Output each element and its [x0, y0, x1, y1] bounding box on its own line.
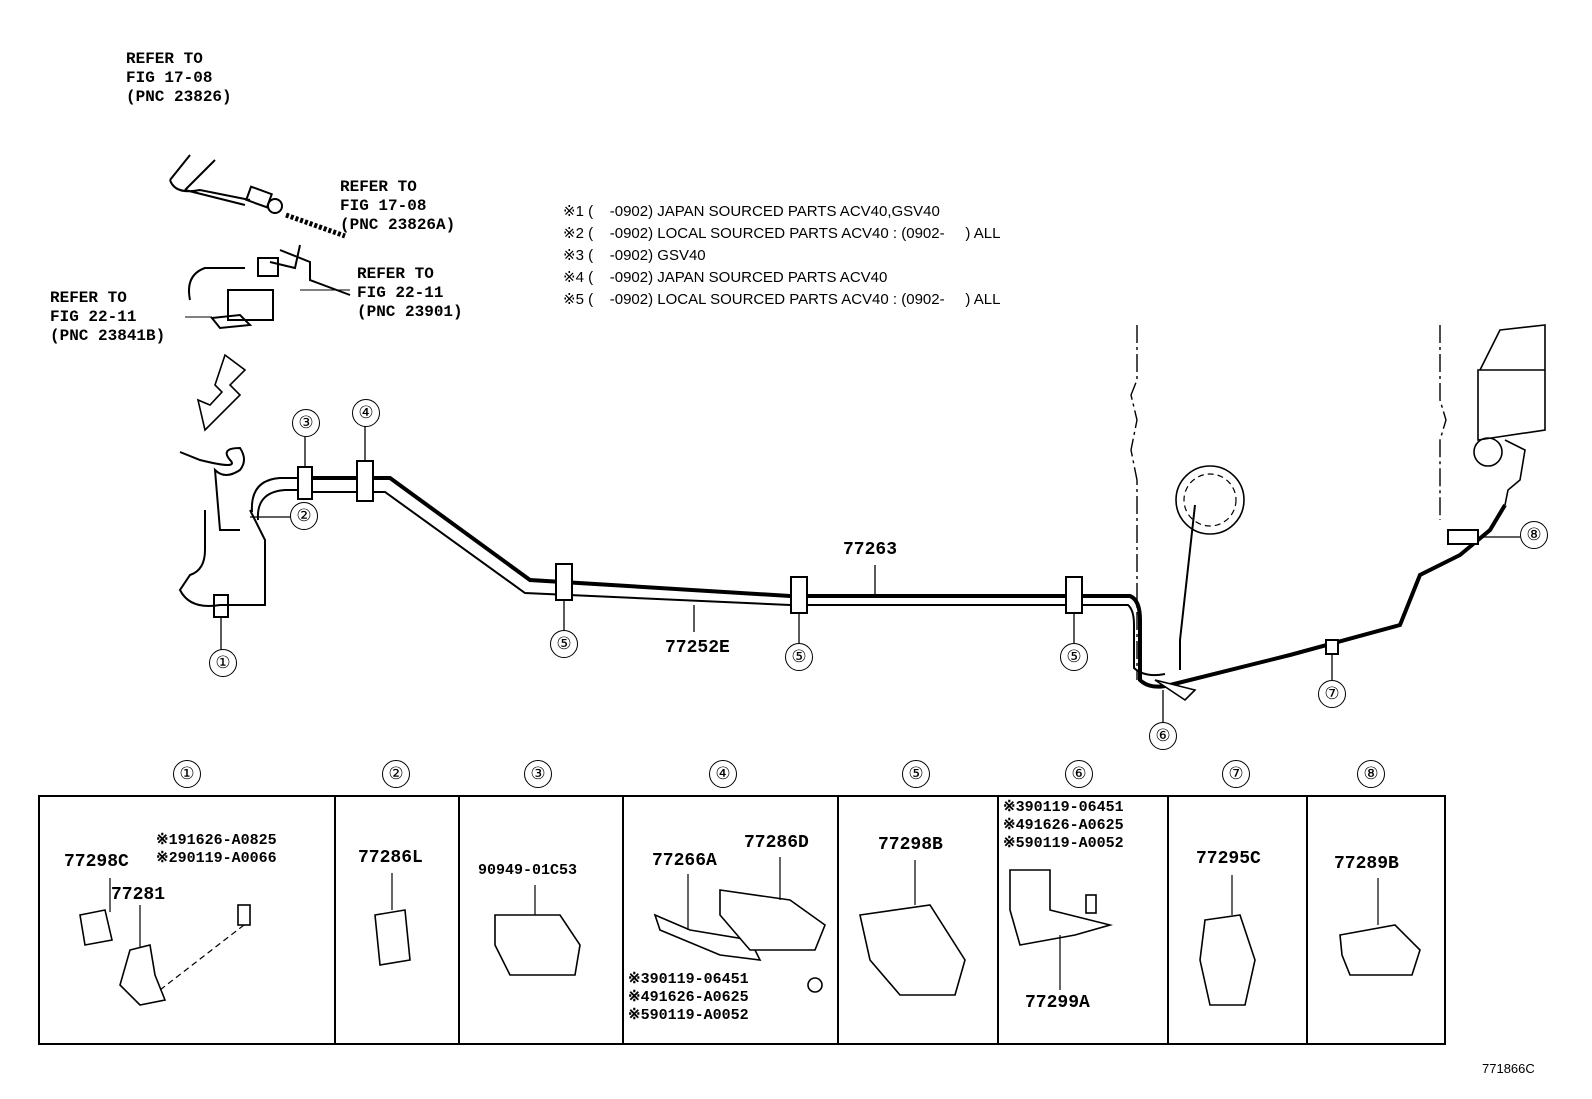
cell1-part-b: 77281	[111, 885, 166, 905]
part-number-upper-tube: 77263	[843, 540, 898, 560]
table-header-6: ⑥	[1065, 760, 1093, 788]
ref-label-top: REFER TO FIG 17-08 (PNC 23826)	[126, 50, 232, 106]
callout-5c: ⑤	[1060, 643, 1088, 671]
cell6-part-a: 77299A	[1025, 993, 1090, 1013]
cell8-part-a: 77289B	[1334, 854, 1399, 874]
ref-label-right: REFER TO FIG 22-11 (PNC 23901)	[357, 265, 463, 321]
cell4-notes: ※390119-06451 ※491626-A0625 ※590119-A005…	[628, 971, 749, 1024]
part-number-lower-tube: 77252E	[665, 638, 730, 658]
ref-label-mid: REFER TO FIG 17-08 (PNC 23826A)	[340, 178, 456, 234]
table-header-5: ⑤	[902, 760, 930, 788]
cell6-notes: ※390119-06451 ※491626-A0625 ※590119-A005…	[1003, 799, 1124, 852]
callout-8: ⑧	[1520, 521, 1548, 549]
callout-7: ⑦	[1318, 680, 1346, 708]
table-header-7: ⑦	[1222, 760, 1250, 788]
note-4: ※4 ( -0902) JAPAN SOURCED PARTS ACV40	[563, 269, 888, 286]
callout-3: ③	[292, 409, 320, 437]
cell2-part-a: 77286L	[358, 848, 423, 868]
note-2: ※2 ( -0902) LOCAL SOURCED PARTS ACV40 : …	[563, 225, 1001, 242]
table-header-8: ⑧	[1357, 760, 1385, 788]
callout-1: ①	[209, 649, 237, 677]
cell1-notes: ※191626-A0825 ※290119-A0066	[156, 832, 277, 867]
note-3: ※3 ( -0902) GSV40	[563, 247, 706, 264]
cell7-part-a: 77295C	[1196, 849, 1261, 869]
table-header-3: ③	[524, 760, 552, 788]
cell1-part-a: 77298C	[64, 852, 129, 872]
ref-label-left: REFER TO FIG 22-11 (PNC 23841B)	[50, 289, 166, 345]
callout-5a: ⑤	[550, 630, 578, 658]
table-header-1: ①	[173, 760, 201, 788]
callout-5b: ⑤	[785, 643, 813, 671]
callout-6: ⑥	[1149, 722, 1177, 750]
cell4-part-a: 77266A	[652, 851, 717, 871]
cell3-part-a: 90949-01C53	[478, 862, 578, 879]
cell5-part-a: 77298B	[878, 835, 943, 855]
callout-4: ④	[352, 399, 380, 427]
diagram-code: 771866C	[1482, 1061, 1535, 1076]
callout-2: ②	[290, 502, 318, 530]
table-header-2: ②	[382, 760, 410, 788]
table-header-4: ④	[709, 760, 737, 788]
note-5: ※5 ( -0902) LOCAL SOURCED PARTS ACV40 : …	[563, 291, 1001, 308]
cell4-part-b: 77286D	[744, 833, 809, 853]
note-1: ※1 ( -0902) JAPAN SOURCED PARTS ACV40,GS…	[563, 203, 940, 220]
